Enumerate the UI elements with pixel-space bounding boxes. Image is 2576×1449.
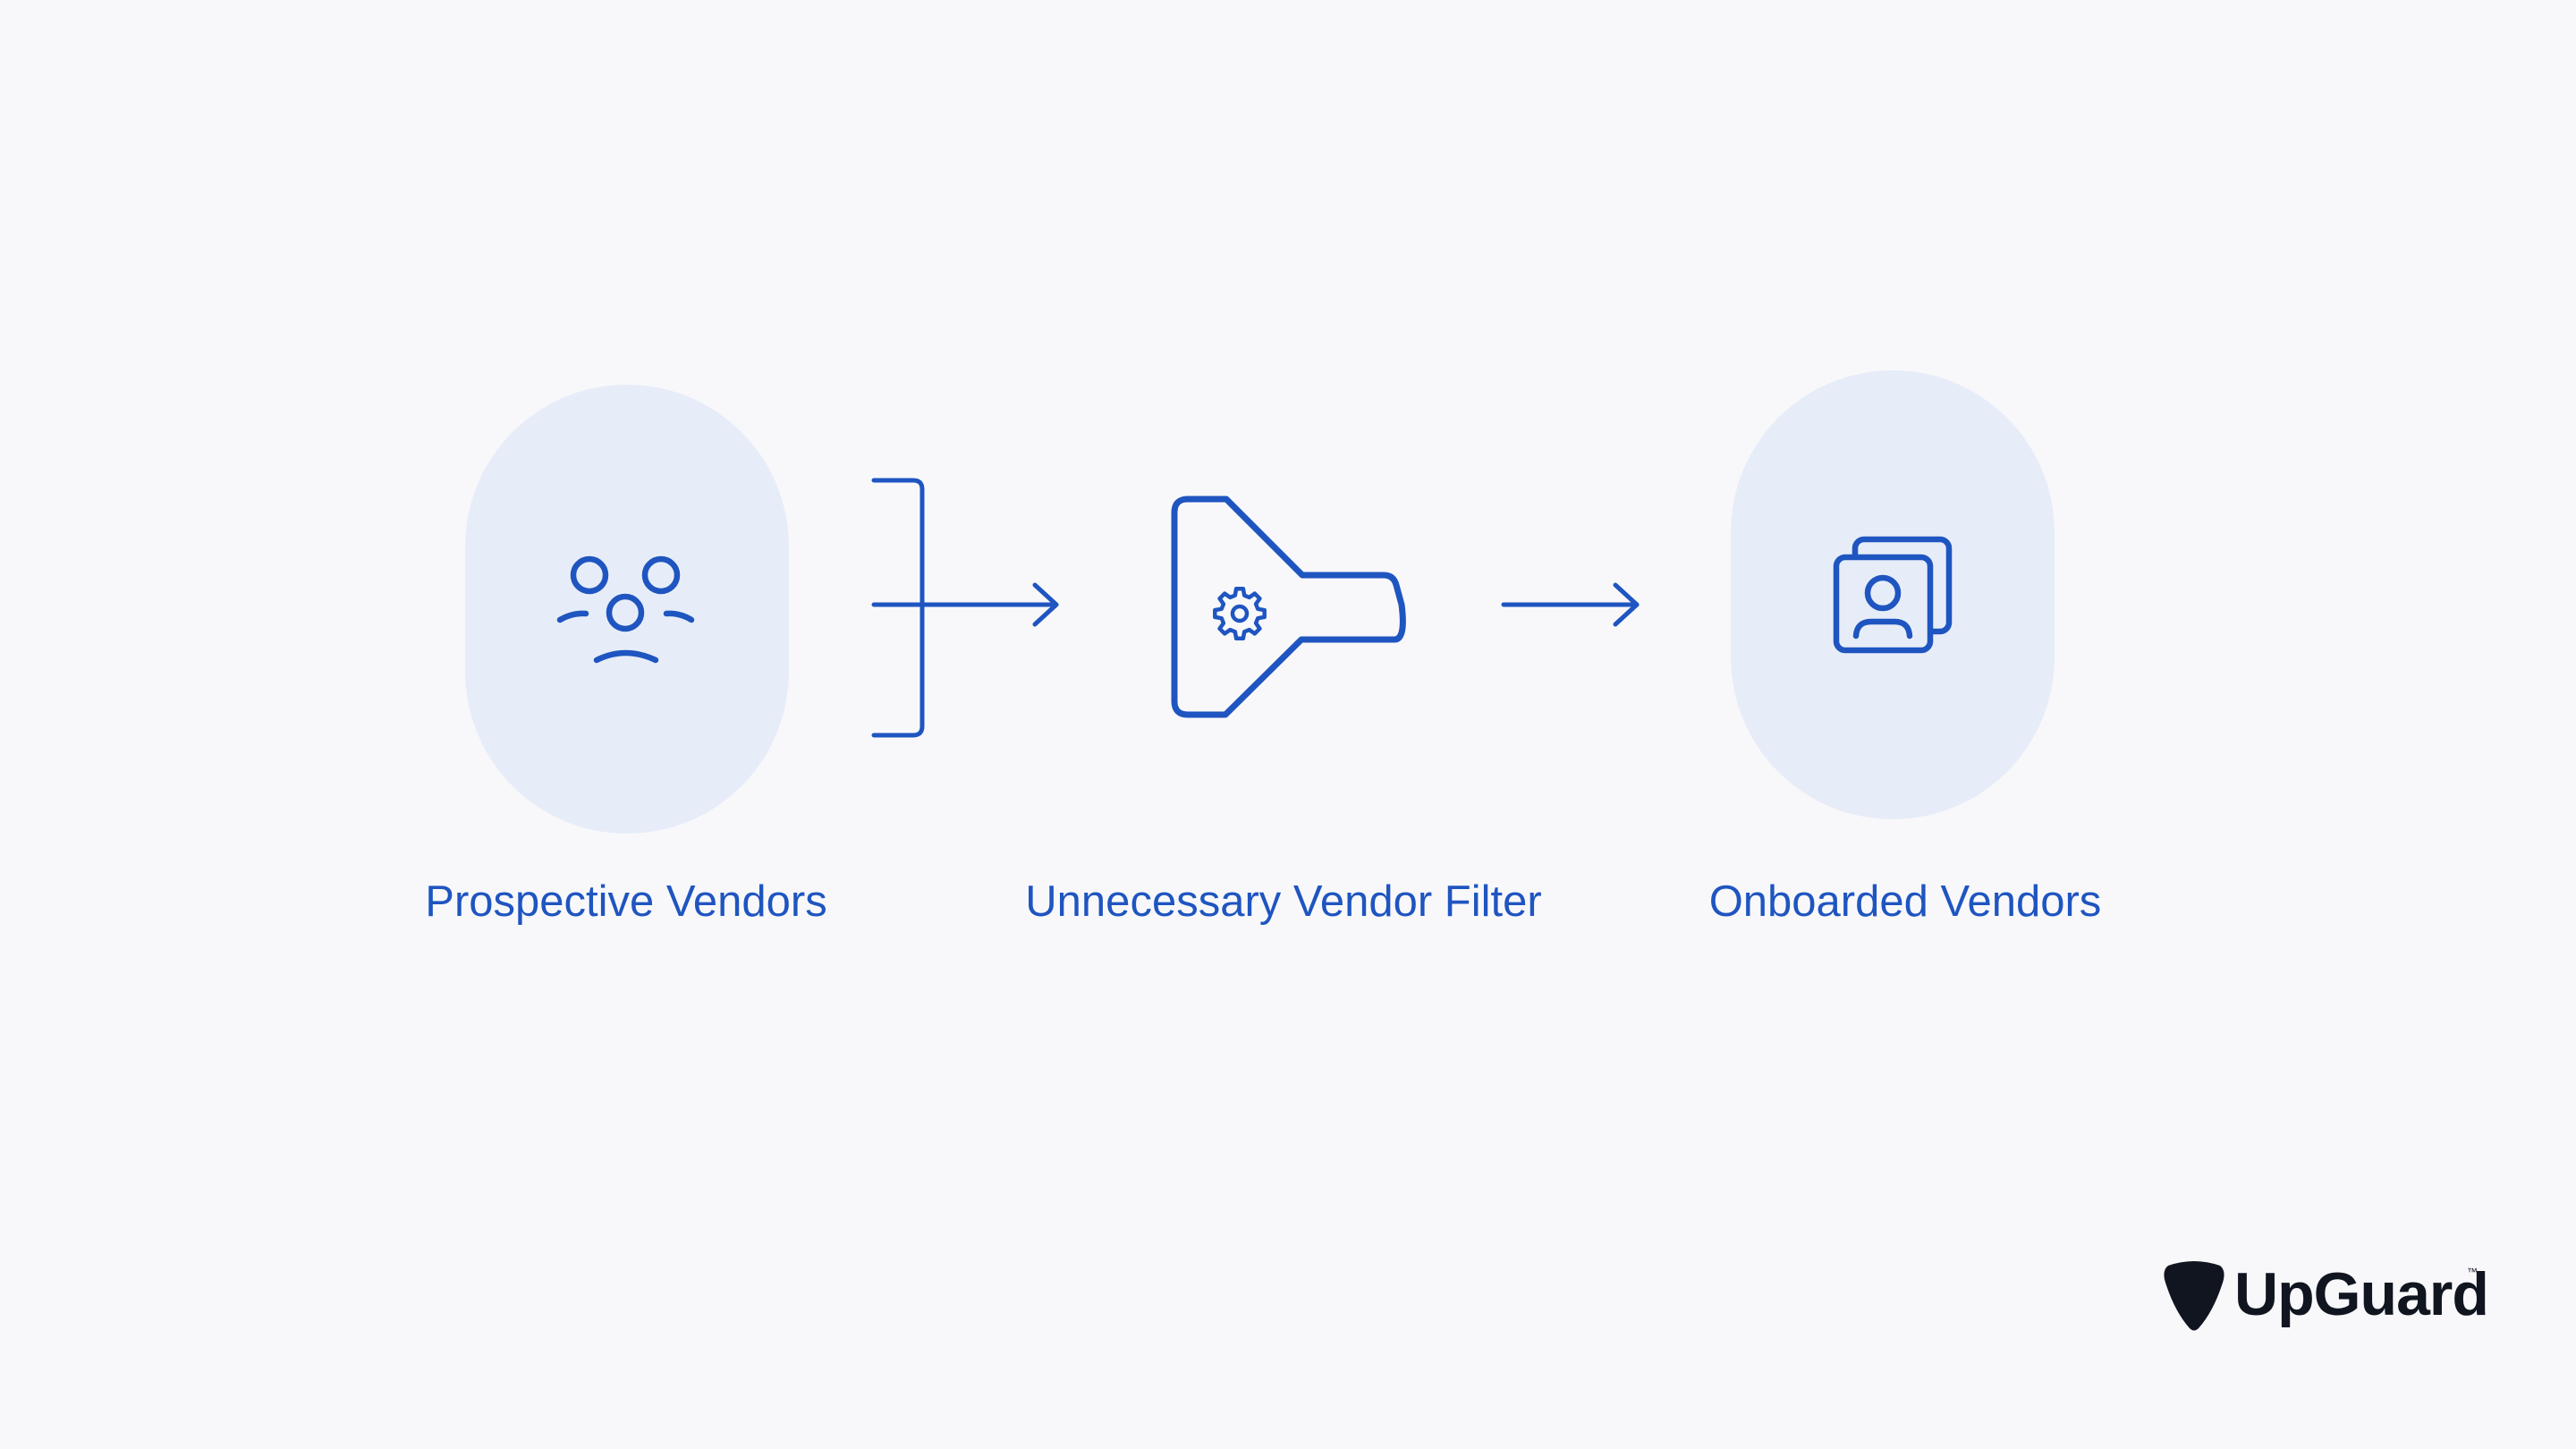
stage-label-unnecessary-vendor-filter: Unnecessary Vendor Filter (1025, 877, 1542, 926)
merge-bracket-arrow (871, 478, 1059, 738)
vendor-profile-cards-icon (1833, 536, 1953, 654)
gear-icon (1213, 587, 1267, 640)
filter-funnel-gear-icon (1171, 496, 1406, 718)
stage-label-prospective-vendors: Prospective Vendors (425, 877, 827, 926)
prospective-vendors-pill (465, 385, 789, 834)
vendor-group-icon (556, 555, 695, 664)
logo-wordmark: UpGuard (2234, 1260, 2489, 1328)
guitar-pick-logo-icon (2164, 1261, 2224, 1331)
logo-trademark: ™ (2467, 1266, 2478, 1278)
upguard-logo: UpGuard ™ (2163, 1257, 2489, 1332)
stage-label-onboarded-vendors: Onboarded Vendors (1708, 877, 2102, 926)
flow-arrow (1501, 582, 1640, 627)
